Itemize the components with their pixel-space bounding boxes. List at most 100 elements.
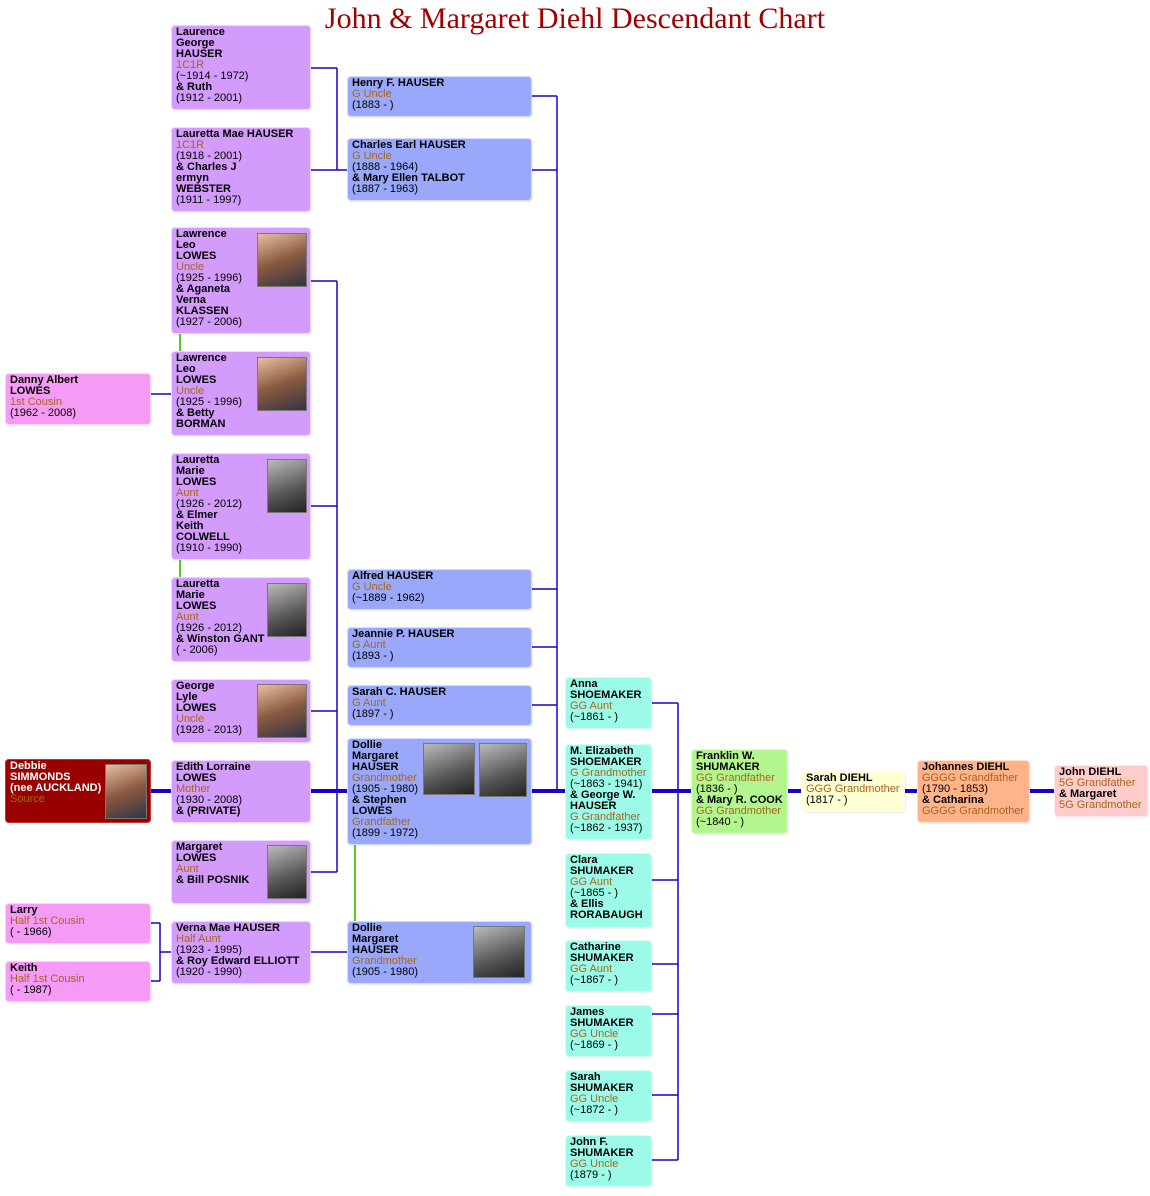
person-detail: & Stephen <box>352 794 407 806</box>
person-detail: SHUMAKER <box>570 1147 634 1159</box>
person-detail: (1910 - 1990) <box>176 542 243 554</box>
person-detail: LOWES <box>176 476 217 488</box>
relationship-label: 1st Cousin <box>10 396 62 408</box>
person-detail: WEBSTER <box>176 183 231 195</box>
person-detail: & Winston GANT <box>176 633 265 645</box>
portrait-photo-icon[interactable] <box>257 233 307 287</box>
person-detail: & Charles J <box>176 161 237 173</box>
person-detail: (~1869 - ) <box>570 1039 618 1051</box>
person-detail: (~1865 - ) <box>570 887 618 899</box>
person-detail: COLWELL <box>176 531 230 543</box>
relationship-label: Mother <box>176 783 211 795</box>
person-detail: SHUMAKER <box>570 865 634 877</box>
person-name: Sarah DIEHL <box>806 772 873 784</box>
person-detail: Leo <box>176 363 196 375</box>
portrait-photo-icon[interactable] <box>267 845 307 899</box>
person-detail: LOWES <box>176 772 217 784</box>
person-detail: (1817 - ) <box>806 794 848 806</box>
relationship-label: GGGG Grandfather <box>922 772 1018 784</box>
person-detail: (1888 - 1964) <box>352 161 419 173</box>
relationship-label: GG Uncle <box>570 1093 619 1105</box>
person-detail: (1790 - 1853) <box>922 783 989 795</box>
chart-title: John & Margaret Diehl Descendant Chart <box>324 2 826 35</box>
person-detail: ( - 1987) <box>10 984 52 996</box>
person-detail: SHUMAKER <box>696 761 760 773</box>
person-detail: & Ruth <box>176 81 213 93</box>
person-detail: HAUSER <box>352 944 399 956</box>
portrait-photo-icon[interactable] <box>105 764 147 819</box>
relationship-label: Half Aunt <box>176 933 221 945</box>
person-detail: (1836 - ) <box>696 783 738 795</box>
relationship-label: G Aunt <box>352 639 386 651</box>
portrait-photo-icon[interactable] <box>473 926 525 978</box>
portrait-photo-icon[interactable] <box>267 583 307 637</box>
person-detail: (1962 - 2008) <box>10 407 77 419</box>
person-detail: LOWES <box>176 250 217 262</box>
person-detail: (1918 - 2001) <box>176 150 243 162</box>
relationship-label: 5G Grandmother <box>1059 799 1142 811</box>
person-detail: (1899 - 1972) <box>352 827 419 839</box>
person-detail: ( - 2006) <box>176 644 218 656</box>
person-name: Lauretta <box>176 578 220 590</box>
relationship-label: GG Aunt <box>570 963 613 975</box>
person-name: Verna Mae HAUSER <box>176 922 280 934</box>
portrait-photo-icon[interactable] <box>423 743 475 795</box>
person-name: Keith <box>10 962 38 974</box>
person-detail: SHUMAKER <box>570 1017 634 1029</box>
person-detail: & Aganeta <box>176 283 230 295</box>
person-detail: (1920 - 1990) <box>176 966 243 978</box>
relationship-label: Grandmother <box>352 955 417 967</box>
person-detail: (1928 - 2013) <box>176 724 243 736</box>
portrait-photo-icon[interactable] <box>257 357 307 411</box>
relationship-label: Aunt <box>176 487 199 499</box>
relationship-label: Half 1st Cousin <box>10 915 85 927</box>
portrait-photo-icon[interactable] <box>267 459 307 513</box>
person-detail: & (PRIVATE) <box>176 805 241 817</box>
relationship-label: Grandfather <box>352 816 411 828</box>
person-detail: (~1914 - 1972) <box>176 70 249 82</box>
person-detail: (~1861 - ) <box>570 711 618 723</box>
person-detail: LOWES <box>352 805 393 817</box>
portrait-photo-icon[interactable] <box>479 743 527 797</box>
portrait-photo-icon[interactable] <box>257 684 307 738</box>
relationship-label: Aunt <box>176 863 199 875</box>
person-detail: Lyle <box>176 691 198 703</box>
person-card-debbie-simmonds[interactable]: Debbie SIMMONDS(nee AUCKLAND)Source <box>5 759 151 823</box>
person-detail: KLASSEN <box>176 305 229 317</box>
person-detail: LOWES <box>10 385 51 397</box>
person-detail: (1905 - 1980) <box>352 783 419 795</box>
person-name: Anna <box>570 678 598 690</box>
person-detail: & Elmer <box>176 509 218 521</box>
